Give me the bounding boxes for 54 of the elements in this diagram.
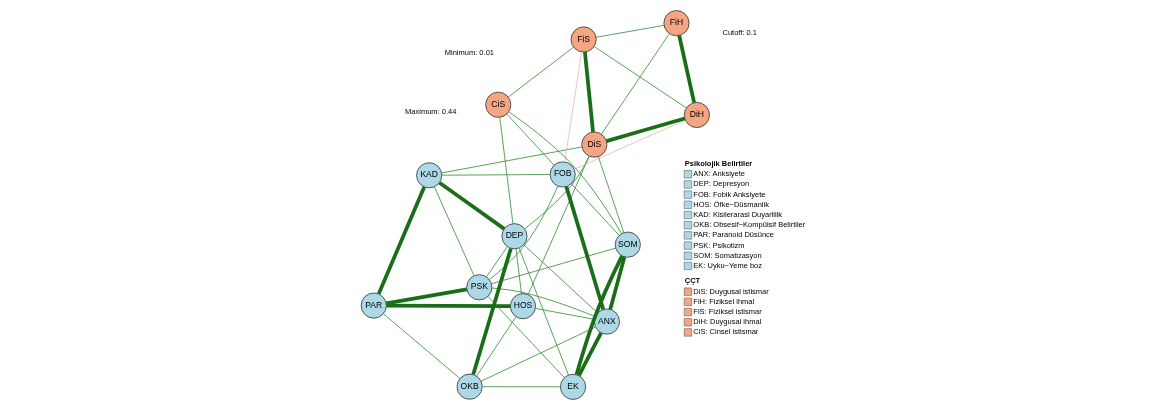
connector	[573, 119, 686, 170]
connector	[574, 255, 624, 376]
connector	[605, 116, 686, 143]
node-circle: FiS	[570, 26, 597, 53]
connector	[481, 386, 561, 388]
node-circle: EK	[560, 373, 587, 400]
connector	[489, 185, 559, 280]
connector	[577, 331, 603, 377]
node-circle: DiH	[683, 101, 710, 128]
connector	[524, 155, 590, 229]
connector	[677, 35, 696, 103]
connector	[595, 24, 665, 38]
node-circle: PAR	[360, 292, 387, 319]
connector	[480, 326, 596, 382]
connector	[608, 256, 627, 310]
node-circle: FOB	[549, 161, 576, 188]
node-circle: OKB	[456, 373, 483, 400]
node-circle: FiH	[663, 10, 690, 37]
connector	[507, 46, 574, 98]
connector	[434, 186, 475, 277]
node-circle: ANX	[593, 308, 620, 335]
connector	[438, 181, 506, 231]
connector	[515, 248, 522, 294]
connector	[601, 33, 670, 135]
connector	[491, 287, 596, 317]
connector	[597, 156, 625, 234]
connector	[441, 146, 583, 174]
connector	[471, 247, 513, 375]
connector	[583, 51, 595, 133]
node-circle: HOS	[510, 293, 536, 320]
connector	[499, 116, 514, 224]
connector	[386, 303, 511, 308]
connector	[593, 46, 687, 109]
connector	[486, 246, 508, 278]
connector	[506, 113, 555, 166]
connector	[491, 247, 617, 285]
node-circle: PSK	[466, 274, 493, 301]
connector	[564, 51, 583, 163]
connector	[487, 296, 565, 378]
connector	[518, 247, 569, 376]
connector	[535, 308, 595, 320]
connector	[476, 316, 517, 377]
connector	[377, 186, 426, 295]
node-circle: CiS	[485, 91, 512, 118]
node-circle: DEP	[501, 223, 528, 250]
node-circle: DiS	[581, 131, 608, 158]
connector	[383, 313, 461, 379]
node-circle: KAD	[416, 162, 443, 189]
connector	[508, 111, 622, 234]
connector	[564, 186, 605, 310]
node-circle: SOM	[614, 231, 641, 258]
connector	[385, 287, 468, 306]
connector	[570, 183, 620, 236]
connector	[441, 174, 551, 176]
